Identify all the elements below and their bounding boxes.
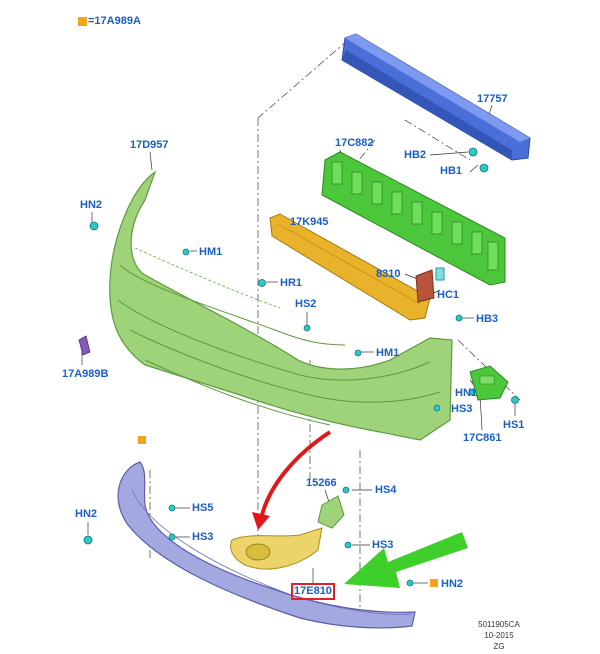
label-17757: 17757 — [477, 93, 508, 105]
marker-square-lip — [138, 436, 146, 444]
legend-text: =17A989A — [88, 15, 141, 27]
footer-date: 10-2015 — [484, 631, 514, 640]
label-hr1: HR1 — [280, 277, 303, 289]
label-hb1: HB1 — [440, 165, 463, 177]
clip-17a989b — [78, 335, 91, 356]
label-8310: 8310 — [376, 268, 401, 280]
fog-lamp-bezel — [230, 527, 323, 570]
label-hn2-left: HN2 — [75, 508, 98, 520]
impact-strip — [269, 213, 431, 321]
label-hs3-right: HS3 — [451, 403, 473, 415]
label-hm1-mid: HM1 — [376, 347, 400, 359]
label-17e810: 17E810 — [291, 583, 335, 600]
label-17k945: 17K945 — [290, 216, 329, 228]
label-17d957: 17D957 — [130, 139, 169, 151]
label-hn2-top: HN2 — [80, 199, 103, 211]
label-hs1: HS1 — [503, 419, 525, 431]
label-hb2: HB2 — [404, 149, 427, 161]
grille-bracket — [415, 269, 435, 303]
label-17a989b: 17A989B — [62, 368, 109, 380]
label-hn2-bottom: HN2 — [441, 578, 464, 590]
label-hs4: HS4 — [375, 484, 397, 496]
marker-square-hn2 — [430, 579, 438, 587]
label-hs3-bottom: HS3 — [372, 539, 394, 551]
label-hs2: HS2 — [295, 298, 317, 310]
bracket-15266 — [317, 495, 345, 529]
label-hc1: HC1 — [437, 289, 460, 301]
footer-code: 5011905CA — [478, 620, 520, 629]
bumper-cover — [109, 170, 453, 441]
legend-square — [78, 17, 87, 26]
footer-initials: ZG — [493, 642, 505, 651]
label-hm1-top: HM1 — [199, 246, 223, 258]
fasteners — [83, 147, 519, 587]
hc1-clip — [435, 267, 445, 281]
label-hs3-left: HS3 — [192, 531, 214, 543]
lower-lip — [117, 461, 416, 629]
energy-absorber — [321, 151, 506, 286]
green-arrow — [344, 532, 468, 588]
label-hb3: HB3 — [476, 313, 499, 325]
label-hn1: HN1 — [455, 387, 478, 399]
reinforcement-beam — [341, 33, 531, 161]
side-bracket — [469, 365, 509, 401]
label-17c882: 17C882 — [335, 137, 374, 149]
red-arrow — [252, 430, 332, 530]
label-15266: 15266 — [306, 477, 337, 489]
label-hs5: HS5 — [192, 502, 214, 514]
label-17c861: 17C861 — [463, 432, 502, 444]
